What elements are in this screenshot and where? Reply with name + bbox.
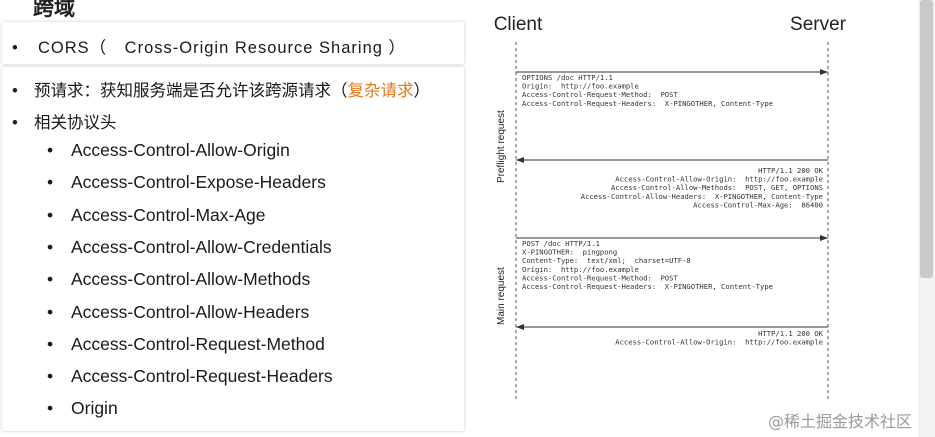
- protocol-header-name: Access-Control-Request-Headers: [71, 366, 333, 387]
- bullet: •: [47, 301, 54, 322]
- preflight-line: • 预请求：获知服务端是否允许该跨源请求（复杂请求）: [12, 77, 430, 101]
- http-message-line: Access-Control-Request-Headers: X-PINGOT…: [522, 99, 773, 108]
- message-arrowhead: [516, 157, 524, 163]
- main-request-label: Main request: [496, 267, 507, 325]
- protocol-header-item: • Access-Control-Request-Method: [47, 334, 325, 355]
- protocol-header-item: • Access-Control-Request-Headers: [47, 366, 333, 387]
- content-panel: [2, 67, 464, 431]
- cors-diagram: Client Server Preflight request Main req…: [466, 0, 914, 437]
- http-message-line: POST /doc HTTP/1.1: [522, 239, 600, 248]
- http-message-line: HTTP/1.1 200 OK: [758, 329, 824, 338]
- protocol-header-item: • Origin: [47, 398, 118, 419]
- slide-title: 跨域: [33, 0, 75, 20]
- http-message-line: Access-Control-Allow-Origin: http://foo.…: [615, 175, 823, 184]
- bullet: •: [47, 236, 54, 257]
- http-message-line: Access-Control-Request-Headers: X-PINGOT…: [522, 282, 773, 291]
- client-label: Client: [494, 14, 543, 35]
- protocol-header-item: • Access-Control-Allow-Headers: [47, 302, 309, 323]
- http-message-line: OPTIONS /doc HTTP/1.1: [522, 73, 613, 82]
- protocol-header-item: • Access-Control-Max-Age: [47, 205, 266, 226]
- scrollbar-thumb[interactable]: [920, 0, 933, 278]
- bullet: •: [47, 172, 54, 193]
- bullet: •: [12, 39, 19, 57]
- http-message-line: Access-Control-Request-Method: POST: [522, 90, 678, 99]
- protocol-header-item: • Access-Control-Allow-Credentials: [47, 237, 332, 258]
- bullet: •: [47, 333, 54, 354]
- message-arrowhead: [516, 324, 524, 330]
- headers-label-line: • 相关协议头: [12, 109, 117, 133]
- protocol-header-name: Access-Control-Request-Method: [71, 333, 325, 354]
- protocol-header-name: Access-Control-Expose-Headers: [71, 172, 326, 193]
- protocol-header-item: • Access-Control-Allow-Origin: [47, 140, 290, 161]
- http-message-line: Origin: http://foo.example: [522, 265, 639, 274]
- bullet: •: [47, 398, 54, 419]
- cors-panel: [2, 22, 464, 64]
- http-message-line: Access-Control-Max-Age: 86400: [693, 200, 823, 209]
- preflight-suffix: ）: [413, 82, 431, 100]
- watermark: @稀土掘金技术社区: [768, 412, 913, 431]
- protocol-header-name: Access-Control-Allow-Methods: [71, 269, 311, 290]
- http-message-line: Content-Type: text/xml; charset=UTF-8: [522, 256, 691, 265]
- http-message-line: Access-Control-Allow-Methods: POST, GET,…: [611, 183, 823, 192]
- bullet: •: [47, 269, 54, 290]
- preflight-accent: 复杂请求: [347, 82, 414, 100]
- bullet: •: [12, 114, 18, 132]
- bullet: •: [47, 204, 54, 225]
- http-message-line: Access-Control-Allow-Headers: X-PINGOTHE…: [581, 192, 823, 201]
- protocol-header-name: Origin: [71, 398, 118, 419]
- http-message-line: Origin: http://foo.example: [522, 82, 639, 91]
- bullet: •: [47, 140, 54, 160]
- cors-sequence-diagram: Client Server Preflight request Main req…: [494, 14, 847, 402]
- http-message-line: Access-Control-Allow-Origin: http://foo.…: [615, 338, 823, 347]
- preflight-request-label: Preflight request: [496, 110, 507, 183]
- protocol-header-item: • Access-Control-Allow-Methods: [47, 269, 310, 290]
- headers-label: 相关协议头: [34, 114, 117, 132]
- protocol-header-item: • Access-Control-Expose-Headers: [47, 172, 326, 193]
- server-label: Server: [790, 14, 847, 35]
- cors-line: • CORS（ Cross-Origin Resource Sharing ）: [12, 34, 406, 58]
- protocol-header-name: Access-Control-Allow-Headers: [71, 301, 310, 322]
- protocol-header-name: Access-Control-Allow-Credentials: [71, 236, 332, 257]
- message-arrowhead: [820, 69, 828, 75]
- protocol-header-name: Access-Control-Max-Age: [71, 204, 266, 225]
- bullet: •: [47, 366, 54, 387]
- http-message-line: Access-Control-Request-Method: POST: [522, 273, 678, 282]
- message-arrowhead: [820, 235, 828, 241]
- http-message-line: X-PINGOTHER: pingpong: [522, 248, 617, 257]
- protocol-header-name: Access-Control-Allow-Origin: [71, 140, 290, 160]
- http-message-line: HTTP/1.1 200 OK: [758, 166, 824, 175]
- cors-text: CORS（ Cross-Origin Resource Sharing ）: [38, 39, 407, 57]
- preflight-text: 预请求：获知服务端是否允许该跨源请求（: [34, 82, 348, 100]
- bullet: •: [12, 82, 18, 100]
- scrollbar[interactable]: [918, 0, 935, 437]
